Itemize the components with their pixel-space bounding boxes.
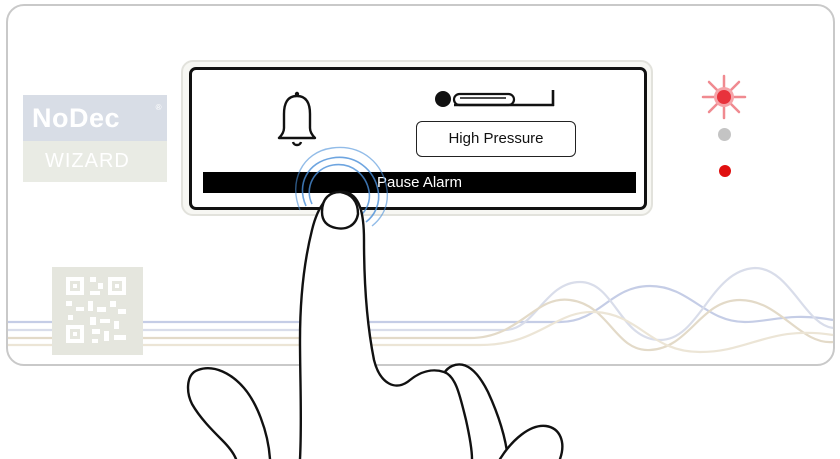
qr-code: [52, 267, 143, 355]
qr-code-icon: [52, 267, 143, 355]
bell-icon: [276, 90, 328, 152]
power-led: [719, 165, 731, 177]
pause-alarm-button[interactable]: Pause Alarm: [203, 172, 636, 193]
standby-led: [718, 128, 731, 141]
model-name: WIZARD: [23, 141, 167, 182]
brand-logo: NoDec ® WIZARD: [23, 95, 167, 182]
alarm-led-flashing: [700, 74, 748, 120]
brand-name: NoDec: [32, 103, 120, 133]
brand-name-plate: NoDec ®: [23, 95, 167, 141]
alarm-status-label: High Pressure: [416, 121, 576, 157]
registered-mark: ®: [156, 104, 162, 112]
patient-in-bed-icon: [432, 86, 558, 112]
